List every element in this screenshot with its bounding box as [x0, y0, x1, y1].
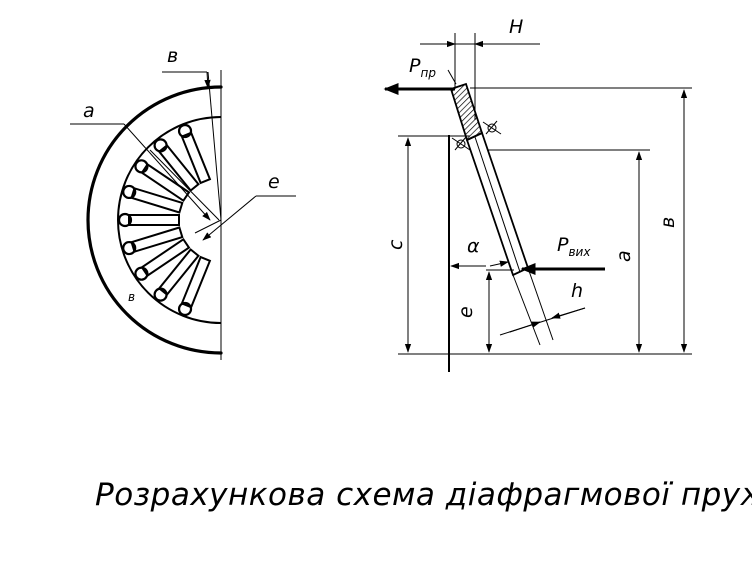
radius-ray-b: [207, 71, 222, 221]
plan-label-e: е: [268, 171, 280, 193]
force-leader-p-in: [447, 69, 457, 85]
plan-label-b-small: в: [128, 290, 135, 304]
finger-slot: [130, 187, 184, 214]
finger-hole: [117, 212, 133, 228]
finger-slot: [180, 255, 212, 309]
radius-leader-b-ray: [204, 71, 211, 89]
angle-arrow-alpha-right: [489, 260, 509, 267]
dim-arrow-h-1: [509, 321, 541, 333]
ext-line-h-1: [512, 274, 541, 346]
spring-hatched-section: [449, 82, 484, 142]
dim-label-c: с: [385, 239, 407, 250]
radius-ray-inner: [149, 149, 220, 221]
force-label-p-out: Pвих: [557, 234, 591, 259]
finger-hole: [122, 240, 137, 256]
spring-fingers: [117, 123, 212, 317]
spring-plan-view: в а е в: [70, 45, 296, 360]
finger-hole: [134, 159, 149, 174]
dim-label-a: а: [613, 250, 635, 262]
radius-leader-e-ray: [202, 195, 257, 241]
finger-hole: [153, 287, 168, 302]
finger-slot: [140, 237, 191, 277]
finger-slot: [130, 226, 184, 253]
radius-leader-a-ray: [123, 123, 211, 221]
finger-hole: [177, 123, 193, 139]
force-label-p-in: Pпр: [409, 55, 436, 80]
plan-label-a: а: [83, 100, 95, 122]
figure-caption: Розрахункова схема діафрагмової пружини.: [95, 477, 752, 513]
spring-outer-contour: [86, 85, 223, 355]
dim-label-h: h: [571, 280, 583, 302]
finger-hole: [153, 138, 168, 153]
radius-ray-finger: [194, 219, 222, 234]
dim-arrow-h-2: [551, 307, 586, 319]
dim-label-b: в: [657, 217, 679, 228]
finger-slot: [180, 131, 212, 185]
dim-label-H: H: [509, 16, 523, 38]
finger-slot: [128, 214, 180, 226]
finger-hole: [122, 184, 137, 200]
dim-label-e: е: [455, 306, 477, 318]
plan-label-b: в: [167, 45, 178, 67]
finger-slot: [157, 248, 200, 297]
finger-slot: [157, 143, 200, 192]
finger-hole: [134, 266, 149, 281]
angle-label-alpha: α: [467, 235, 480, 257]
ext-line-h-2: [527, 267, 554, 341]
finger-hole: [177, 301, 193, 317]
spring-section-mid-line: [474, 136, 521, 273]
support-symbol-left: [451, 136, 471, 151]
support-symbol-right: [482, 120, 502, 135]
spring-section-view: H h Pпр Pвих: [383, 16, 692, 372]
